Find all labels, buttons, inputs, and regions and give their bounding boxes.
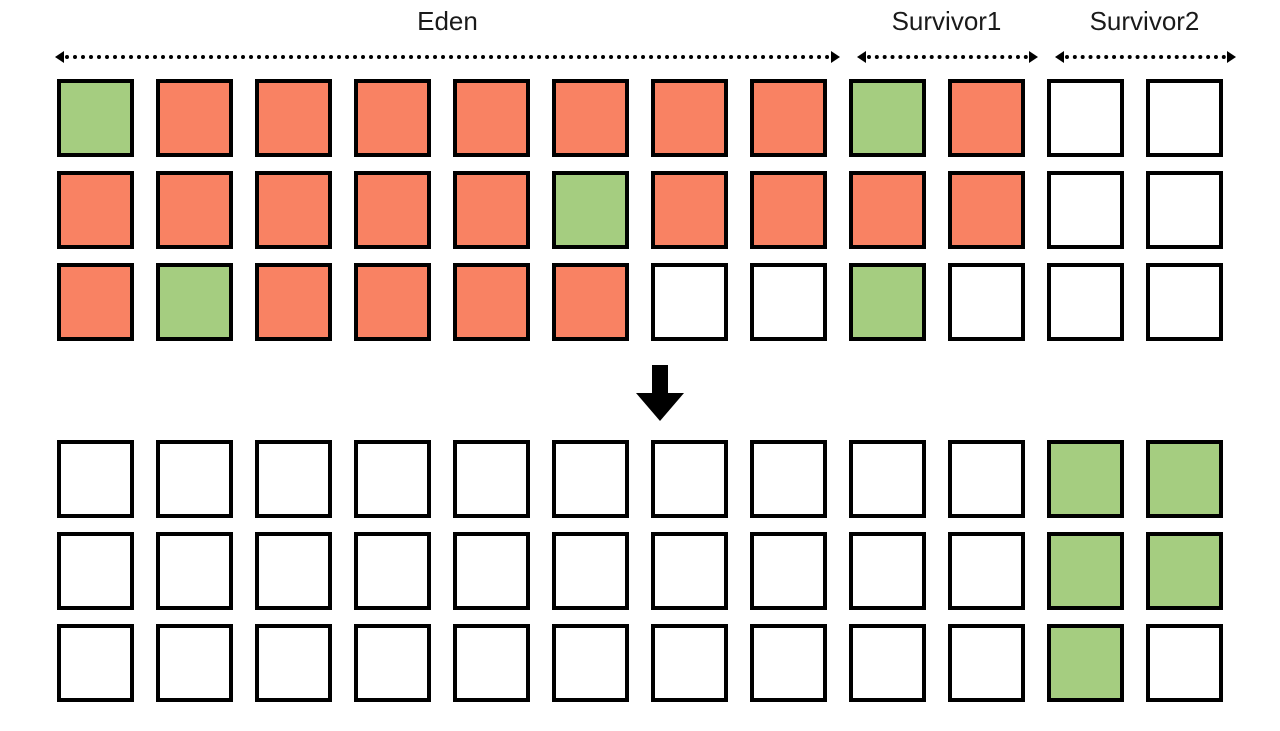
- cell-after-collection-r1-c7: [651, 440, 728, 518]
- cell-before-collection-r2-c12: [1146, 171, 1223, 249]
- cell-before-collection-r2-c11: [1047, 171, 1124, 249]
- cell-before-collection-r1-c11: [1047, 79, 1124, 157]
- cell-before-collection-r1-c9: [849, 79, 926, 157]
- cell-before-collection-r2-c9: [849, 171, 926, 249]
- grid-before-collection: [57, 79, 1223, 341]
- cell-after-collection-r3-c2: [156, 624, 233, 702]
- down-arrow-icon: [628, 365, 692, 421]
- grid-after-collection: [57, 440, 1223, 702]
- cell-before-collection-r2-c5: [453, 171, 530, 249]
- cell-before-collection-r2-c7: [651, 171, 728, 249]
- section-label-eden: Eden: [417, 6, 478, 36]
- cell-after-collection-r2-c9: [849, 532, 926, 610]
- cell-before-collection-r3-c4: [354, 263, 431, 341]
- cell-before-collection-r2-c8: [750, 171, 827, 249]
- arrow-right-icon: [831, 51, 840, 63]
- cell-before-collection-r1-c7: [651, 79, 728, 157]
- cell-after-collection-r1-c10: [948, 440, 1025, 518]
- arrow-right-icon: [1029, 51, 1038, 63]
- cell-before-collection-r3-c7: [651, 263, 728, 341]
- cell-after-collection-r2-c4: [354, 532, 431, 610]
- cell-after-collection-r3-c7: [651, 624, 728, 702]
- cell-before-collection-r1-c6: [552, 79, 629, 157]
- cell-before-collection-r3-c6: [552, 263, 629, 341]
- cell-after-collection-r2-c3: [255, 532, 332, 610]
- cell-after-collection-r3-c6: [552, 624, 629, 702]
- cell-before-collection-r3-c10: [948, 263, 1025, 341]
- cell-before-collection-r3-c1: [57, 263, 134, 341]
- span-bracket-survivor2: [1055, 50, 1236, 64]
- arrow-left-icon: [55, 51, 64, 63]
- cell-after-collection-r3-c5: [453, 624, 530, 702]
- cell-after-collection-r2-c11: [1047, 532, 1124, 610]
- cell-before-collection-r1-c2: [156, 79, 233, 157]
- cell-before-collection-r1-c10: [948, 79, 1025, 157]
- cell-before-collection-r3-c11: [1047, 263, 1124, 341]
- cell-before-collection-r1-c4: [354, 79, 431, 157]
- cell-before-collection-r2-c2: [156, 171, 233, 249]
- cell-after-collection-r2-c5: [453, 532, 530, 610]
- cell-after-collection-r1-c3: [255, 440, 332, 518]
- cell-after-collection-r2-c6: [552, 532, 629, 610]
- cell-before-collection-r1-c5: [453, 79, 530, 157]
- cell-after-collection-r2-c2: [156, 532, 233, 610]
- cell-before-collection-r1-c12: [1146, 79, 1223, 157]
- cell-before-collection-r3-c8: [750, 263, 827, 341]
- cell-after-collection-r1-c12: [1146, 440, 1223, 518]
- cell-before-collection-r1-c3: [255, 79, 332, 157]
- cell-after-collection-r1-c6: [552, 440, 629, 518]
- cell-after-collection-r3-c9: [849, 624, 926, 702]
- cell-after-collection-r3-c10: [948, 624, 1025, 702]
- cell-before-collection-r2-c1: [57, 171, 134, 249]
- cell-after-collection-r3-c1: [57, 624, 134, 702]
- cell-after-collection-r3-c12: [1146, 624, 1223, 702]
- cell-before-collection-r2-c3: [255, 171, 332, 249]
- cell-after-collection-r2-c1: [57, 532, 134, 610]
- cell-before-collection-r3-c2: [156, 263, 233, 341]
- cell-after-collection-r1-c4: [354, 440, 431, 518]
- cell-after-collection-r1-c8: [750, 440, 827, 518]
- cell-after-collection-r2-c12: [1146, 532, 1223, 610]
- arrow-left-icon: [857, 51, 866, 63]
- cell-before-collection-r3-c3: [255, 263, 332, 341]
- cell-before-collection-r3-c12: [1146, 263, 1223, 341]
- cell-before-collection-r1-c1: [57, 79, 134, 157]
- cell-after-collection-r2-c10: [948, 532, 1025, 610]
- cell-after-collection-r1-c1: [57, 440, 134, 518]
- span-bracket-survivor1: [857, 50, 1038, 64]
- arrow-left-icon: [1055, 51, 1064, 63]
- cell-before-collection-r3-c5: [453, 263, 530, 341]
- cell-after-collection-r2-c7: [651, 532, 728, 610]
- cell-after-collection-r1-c9: [849, 440, 926, 518]
- cell-after-collection-r3-c11: [1047, 624, 1124, 702]
- section-label-survivor2: Survivor2: [1089, 6, 1200, 36]
- cell-before-collection-r2-c4: [354, 171, 431, 249]
- cell-after-collection-r3-c3: [255, 624, 332, 702]
- arrow-right-icon: [1227, 51, 1236, 63]
- cell-after-collection-r2-c8: [750, 532, 827, 610]
- cell-after-collection-r1-c11: [1047, 440, 1124, 518]
- cell-after-collection-r3-c4: [354, 624, 431, 702]
- cell-after-collection-r1-c2: [156, 440, 233, 518]
- cell-before-collection-r2-c6: [552, 171, 629, 249]
- section-label-survivor1: Survivor1: [891, 6, 1002, 36]
- cell-before-collection-r3-c9: [849, 263, 926, 341]
- cell-after-collection-r3-c8: [750, 624, 827, 702]
- dotted-line: [867, 55, 1028, 59]
- cell-after-collection-r1-c5: [453, 440, 530, 518]
- cell-before-collection-r1-c8: [750, 79, 827, 157]
- dotted-line: [1065, 55, 1226, 59]
- span-bracket-eden: [55, 50, 840, 64]
- cell-before-collection-r2-c10: [948, 171, 1025, 249]
- dotted-line: [65, 55, 830, 59]
